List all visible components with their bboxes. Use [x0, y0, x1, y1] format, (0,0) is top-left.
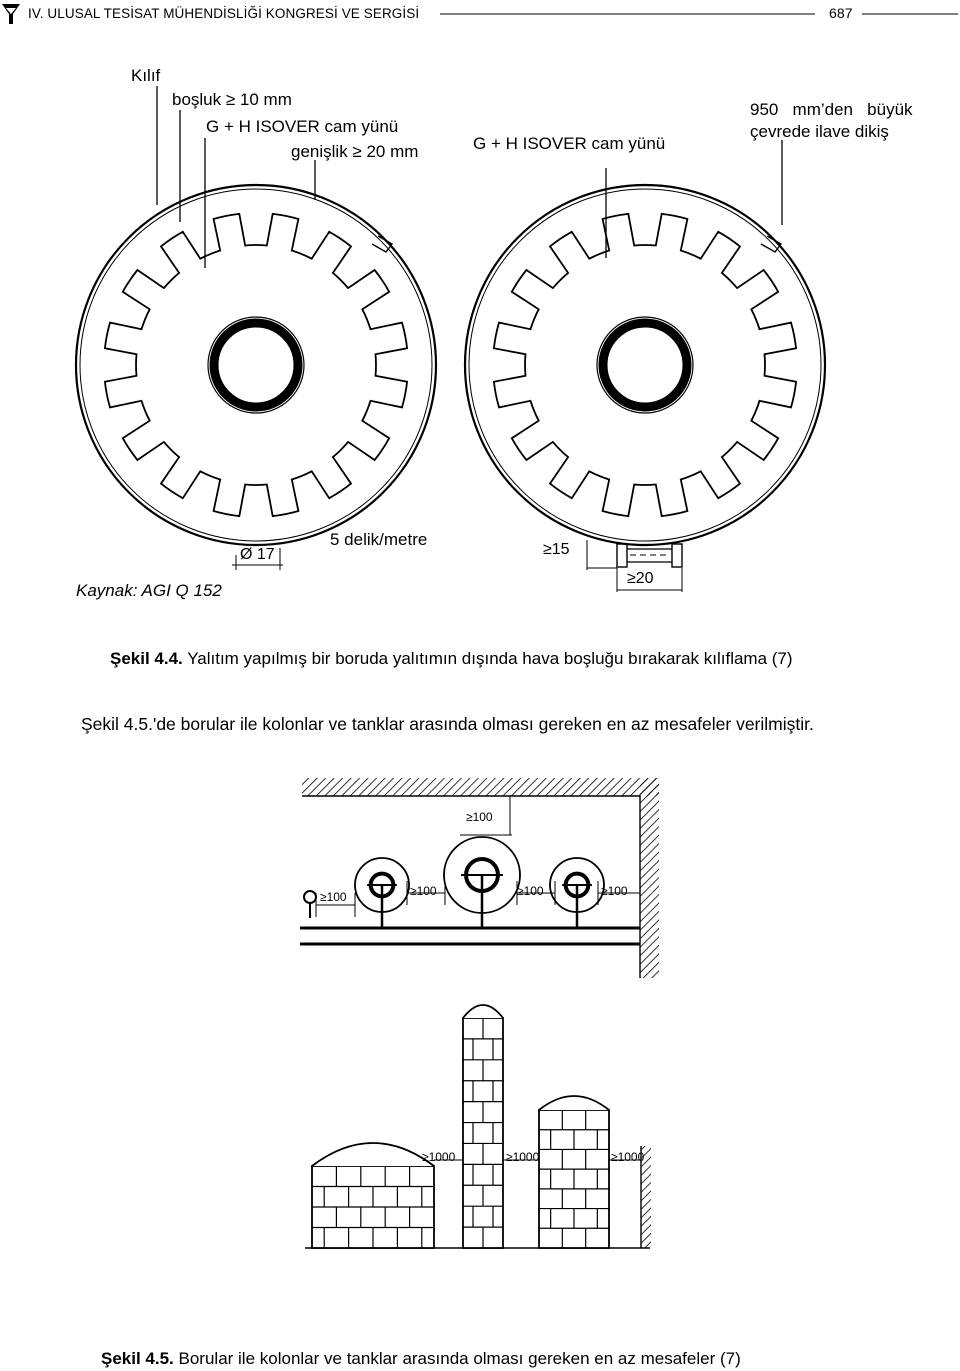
label-pipe-gap-3: ≥100 — [601, 884, 628, 898]
header-title: IV. ULUSAL TESİSAT MÜHENDİSLİĞİ KONGRESİ… — [28, 6, 420, 21]
figure-4-5-caption-text: Borular ile kolonlar ve tanklar arasında… — [173, 1349, 741, 1368]
left-ring-pipe-outer-edge — [207, 316, 305, 414]
figure-4-4-drawing — [74, 86, 827, 592]
tank-medium-dome — [538, 1095, 610, 1111]
right-ring-pipe — [598, 318, 692, 412]
label-isover-left: G + H ISOVER cam yünü — [206, 117, 399, 136]
wall-face — [302, 795, 641, 978]
label-dim-15: ≥15 — [543, 541, 570, 558]
column-tall-outline — [462, 1017, 504, 1249]
label-tank-gap-3: ≥1000 — [611, 1150, 645, 1164]
page-number: 687 — [829, 5, 853, 21]
label-dikis-line1: 950 mm’den büyük — [750, 100, 913, 119]
right-seam-clip — [760, 235, 783, 253]
figure-4-5-caption-number: Şekil 4.5. — [101, 1349, 174, 1368]
tank-low-dome — [311, 1142, 435, 1167]
left-ring-cladding-outer — [74, 183, 438, 547]
rivet-head-right — [671, 543, 683, 568]
left-ring-cladding-inner — [79, 188, 433, 542]
label-diameter: Ø 17 — [240, 546, 275, 563]
figure-4-5-drawing — [300, 778, 659, 1249]
label-source: Kaynak: AGI Q 152 — [76, 581, 222, 600]
congress-logo-icon — [2, 4, 20, 24]
column-dome — [462, 1004, 504, 1019]
rivet-head-left — [616, 543, 628, 568]
figure-4-4-caption: Şekil 4.4. Yalıtım yapılmış bir boruda y… — [110, 649, 793, 669]
label-pipe-gap-2: ≥100 — [517, 884, 544, 898]
valve-handle-icon — [303, 890, 317, 904]
left-seam-clip — [371, 235, 394, 253]
right-ring-cladding-outer — [463, 183, 827, 547]
figure-4-4-caption-number: Şekil 4.4. — [110, 649, 183, 668]
left-ring-insulation-profile — [103, 212, 409, 518]
bottom-wall-hatch — [641, 1146, 651, 1248]
right-ring-cladding-inner — [468, 188, 822, 542]
right-ring-insulation-profile — [492, 212, 798, 518]
label-dim-20: ≥20 — [627, 570, 654, 587]
label-genislik: genişlik ≥ 20 mm — [291, 142, 419, 161]
label-isover-right: G + H ISOVER cam yünü — [473, 134, 666, 153]
label-ceiling-gap: ≥100 — [466, 810, 493, 824]
label-dikis-line2: çevrede ilave dikiş — [750, 122, 889, 141]
figure-4-4-caption-text: Yalıtım yapılmış bir boruda yalıtımın dı… — [182, 649, 793, 668]
label-wall-gap: ≥100 — [320, 890, 347, 904]
body-paragraph: Şekil 4.5.'de borular ile kolonlar ve ta… — [81, 714, 814, 734]
right-ring-pipe-outer-edge — [596, 316, 694, 414]
ceiling-hatch — [302, 778, 659, 796]
figure-4-5-caption: Şekil 4.5. Borular ile kolonlar ve tankl… — [101, 1349, 741, 1369]
label-delik: 5 delik/metre — [330, 530, 428, 549]
label-tank-gap-2: ≥1000 — [506, 1150, 540, 1164]
wall-hatch — [640, 778, 659, 978]
label-pipe-gap-1: ≥100 — [410, 884, 437, 898]
left-ring-pipe — [209, 318, 303, 412]
label-bosluk: boşluk ≥ 10 mm — [172, 90, 292, 109]
label-tank-gap-1: ≥1000 — [422, 1150, 456, 1164]
label-kilif: Kılıf — [131, 66, 161, 85]
